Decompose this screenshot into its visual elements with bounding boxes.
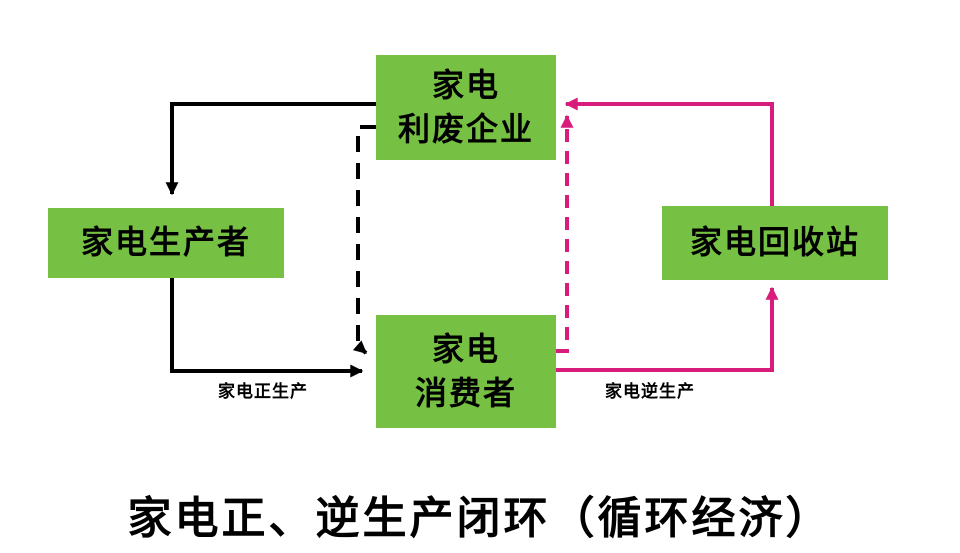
node-producer-label: 家电生产者 [80, 224, 251, 261]
arrow-consumer-to-recycler-dashed [556, 114, 574, 353]
arrow-collector-to-recycler [564, 97, 774, 206]
node-collector-label: 家电回收站 [689, 224, 860, 261]
arrow-producer-to-consumer [170, 278, 364, 378]
node-recycler: 家电 利废企业 [376, 55, 556, 160]
node-consumer: 家电 消费者 [376, 315, 556, 428]
node-collector: 家电回收站 [662, 206, 888, 280]
node-consumer-label-line1: 家电 [431, 331, 500, 368]
arrow-recycler-to-producer [165, 102, 376, 196]
node-consumer-label-line2: 消费者 [414, 374, 517, 411]
edge-label-reverse-production: 家电逆生产 [605, 382, 695, 401]
node-recycler-label-line1: 家电 [431, 67, 500, 104]
node-recycler-label-line2: 利废企业 [397, 110, 534, 147]
edge-label-forward-production: 家电正生产 [218, 382, 308, 401]
arrow-recycler-to-consumer-dashed [352, 125, 376, 355]
diagram-title: 家电正、逆生产闭环（循环经济） [127, 494, 833, 543]
arrow-consumer-to-collector [556, 286, 779, 372]
node-producer: 家电生产者 [48, 208, 284, 278]
